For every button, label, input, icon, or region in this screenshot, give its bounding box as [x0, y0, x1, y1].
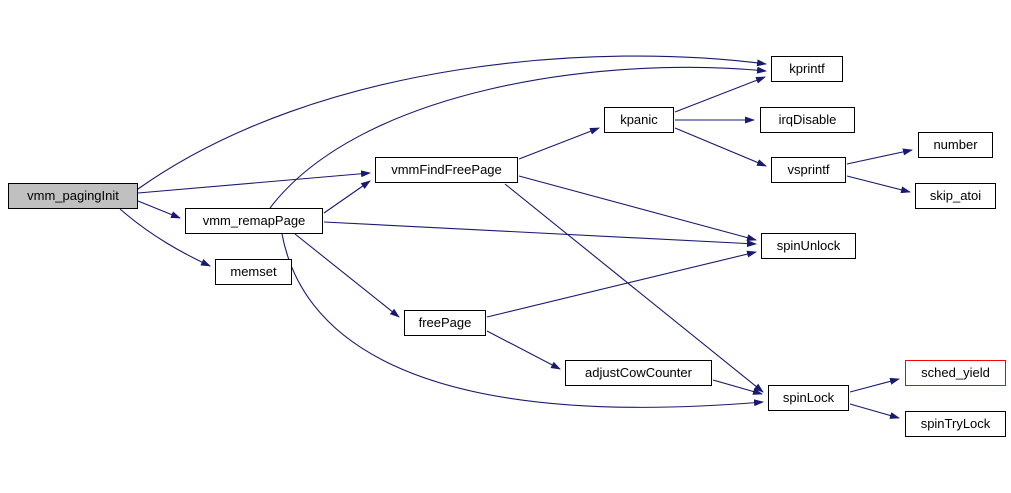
- node-adjustCowCounter[interactable]: adjustCowCounter: [565, 360, 712, 386]
- edge-vsprintf-number: [846, 148, 913, 165]
- edge-vmm_pagingInit-vmm_remapPage: [137, 200, 181, 219]
- edge-freePage-adjustCowCounter: [486, 330, 561, 370]
- node-kprintf[interactable]: kprintf: [771, 56, 843, 82]
- node-number[interactable]: number: [918, 132, 993, 158]
- edge-vmmFindFreePage-spinLock: [504, 183, 764, 393]
- edge-vmmFindFreePage-kpanic: [518, 127, 600, 160]
- edge-vmm_pagingInit-kprintf: [137, 55, 767, 190]
- edge-adjustCowCounter-spinLock: [712, 379, 763, 395]
- node-spinLock[interactable]: spinLock: [768, 385, 849, 411]
- node-vmm-pagingInit[interactable]: vmm_pagingInit: [8, 183, 138, 209]
- edge-vsprintf-skip_atoi: [846, 175, 911, 194]
- node-memset[interactable]: memset: [215, 259, 292, 285]
- node-kpanic[interactable]: kpanic: [604, 107, 674, 133]
- edge-vmm_pagingInit-vmmFindFreePage: [137, 170, 371, 194]
- edge-vmmFindFreePage-spinUnlock: [518, 175, 757, 242]
- edge-vmm_pagingInit-memset: [119, 208, 211, 267]
- edge-vmm_remapPage-kprintf: [269, 66, 767, 209]
- node-vmm-remapPage[interactable]: vmm_remapPage: [185, 208, 323, 234]
- node-freePage[interactable]: freePage: [404, 310, 486, 336]
- node-vsprintf[interactable]: vsprintf: [771, 157, 846, 183]
- edge-vmm_remapPage-freePage: [294, 233, 400, 318]
- edge-spinLock-spinTryLock: [849, 403, 900, 419]
- edge-kpanic-vsprintf: [674, 127, 767, 167]
- node-skip-atoi[interactable]: skip_atoi: [915, 183, 996, 209]
- edge-vmm_remapPage-vmmFindFreePage: [323, 180, 371, 214]
- edge-vmm_remapPage-spinLock: [281, 233, 764, 408]
- node-spinUnlock[interactable]: spinUnlock: [761, 233, 856, 259]
- edge-vmm_remapPage-spinUnlock: [323, 221, 757, 248]
- node-spinTryLock[interactable]: spinTryLock: [905, 411, 1006, 437]
- node-irqDisable[interactable]: irqDisable: [760, 107, 855, 133]
- node-sched-yield[interactable]: sched_yield: [905, 360, 1006, 386]
- edge-kpanic-kprintf: [674, 76, 766, 113]
- edge-spinLock-sched_yield: [849, 377, 900, 393]
- node-vmmFindFreePage[interactable]: vmmFindFreePage: [375, 157, 518, 183]
- edge-freePage-spinUnlock: [486, 250, 757, 318]
